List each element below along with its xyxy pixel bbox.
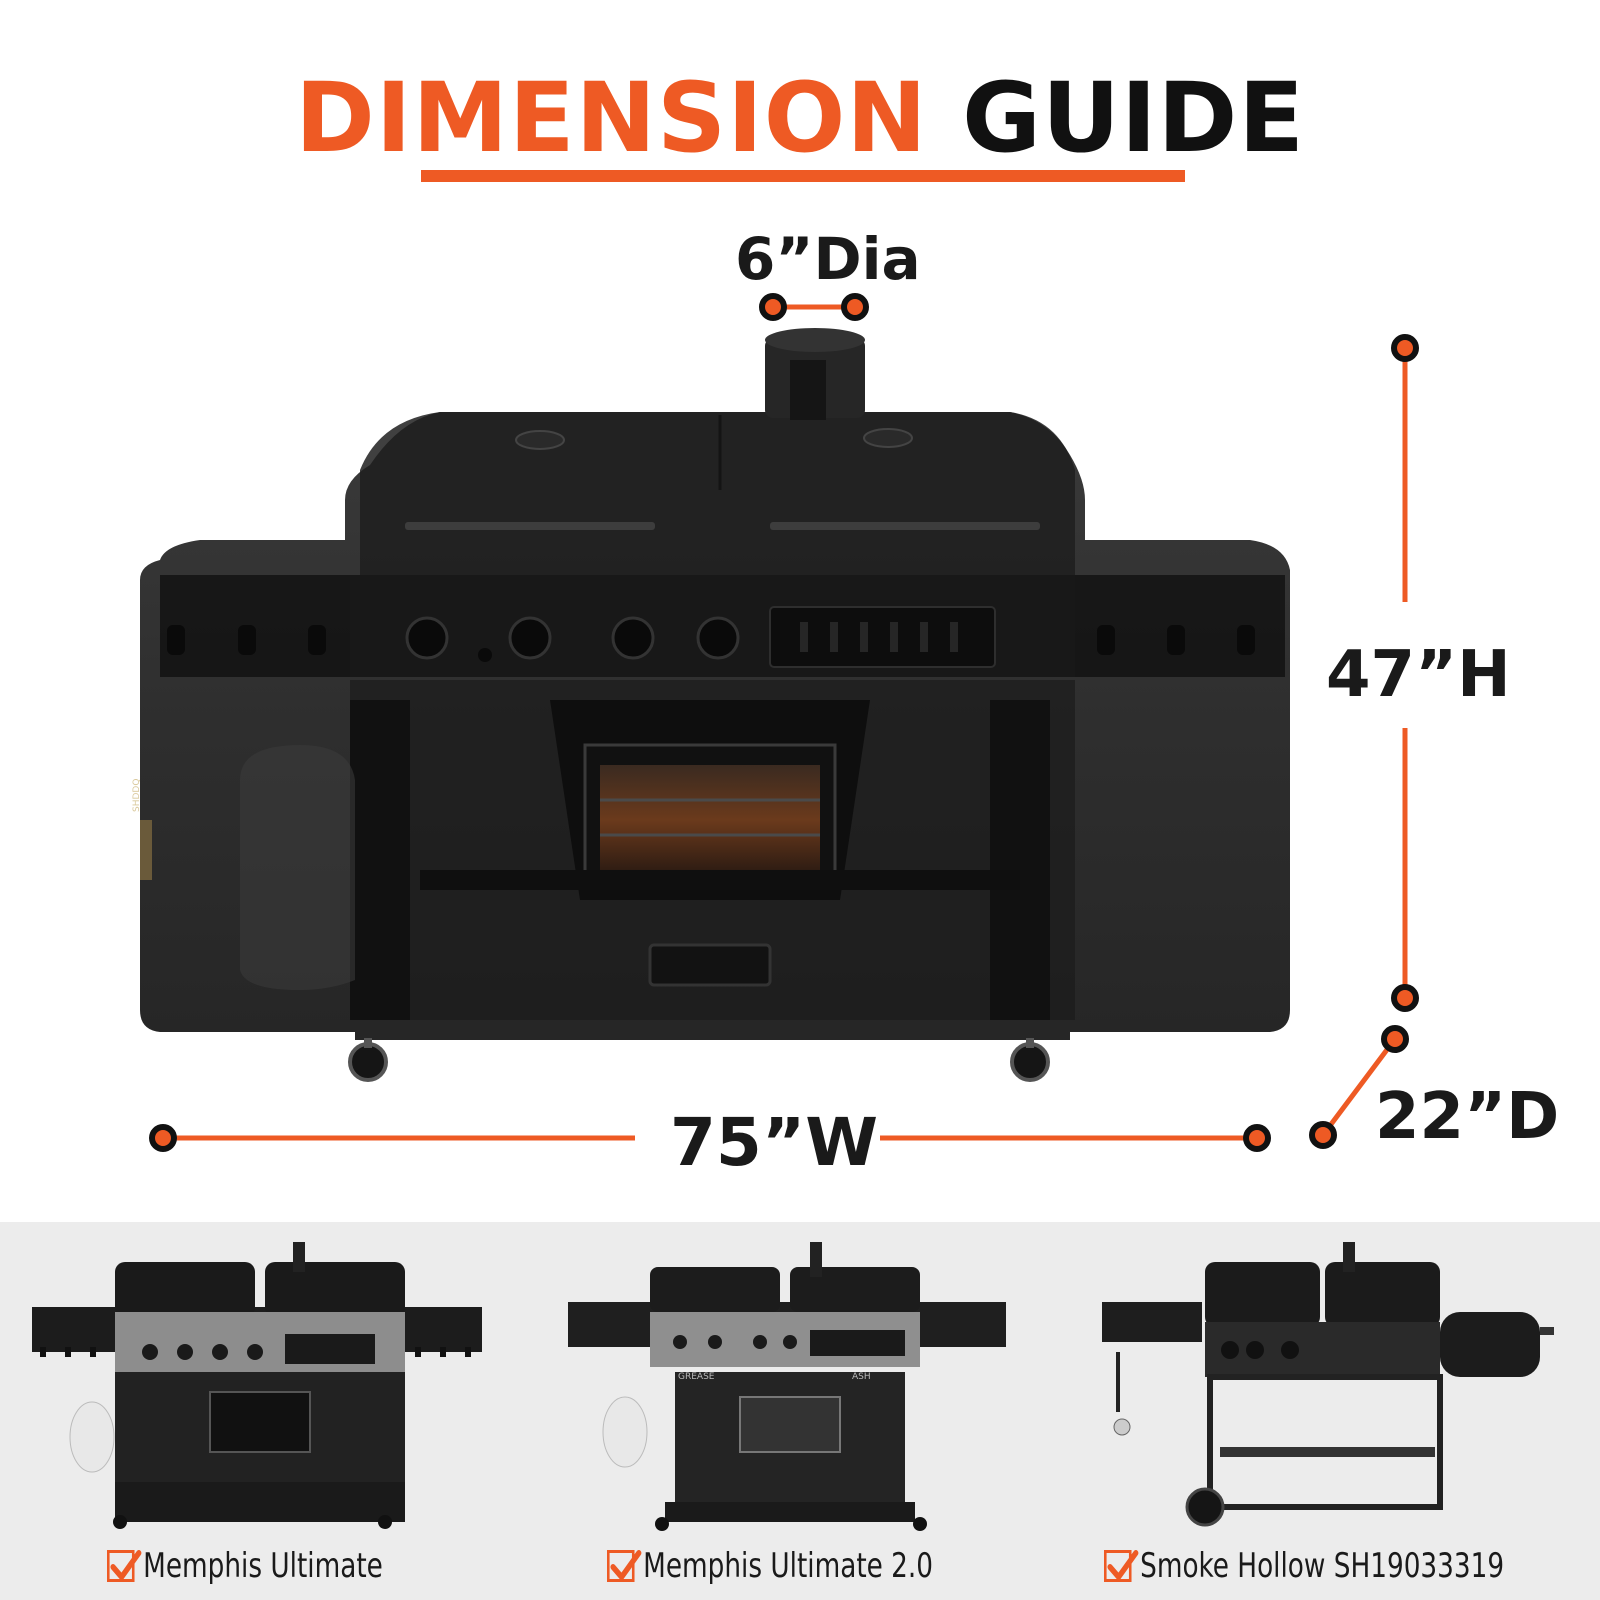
depth-label: 22”D: [1375, 1080, 1560, 1154]
height-label: 47”H: [1326, 638, 1511, 712]
grease-label: GREASE: [678, 1372, 715, 1382]
ash-label: ASH: [852, 1372, 871, 1382]
checkmark-icon: [1104, 1550, 1139, 1582]
model-name: Memphis Ultimate 2.0: [643, 1546, 933, 1586]
depth-marker: [1309, 1025, 1409, 1149]
grill-image-memphis-ultimate: [32, 1242, 482, 1529]
checkmark-icon: [107, 1550, 142, 1582]
diameter-marker: [759, 293, 869, 321]
height-marker: [1391, 334, 1419, 1012]
chimney: [765, 328, 865, 420]
width-marker: [149, 1124, 1271, 1152]
grill-cover: [140, 412, 1290, 1040]
checkmark-icon: [607, 1550, 642, 1582]
model-label-memphis-ultimate-2: Memphis Ultimate 2.0: [607, 1546, 933, 1586]
diameter-label: 6”Dia: [735, 225, 921, 293]
model-name: Smoke Hollow SH19033319: [1140, 1546, 1505, 1586]
model-name: Memphis Ultimate: [143, 1546, 383, 1586]
title-underline: [421, 170, 1185, 182]
title-part-1: DIMENSION: [295, 62, 928, 174]
brand-tag: SHDDQ: [132, 778, 142, 812]
model-label-smoke-hollow: Smoke Hollow SH19033319: [1104, 1546, 1504, 1586]
grill-image-memphis-ultimate-2: [568, 1242, 1006, 1531]
page-title: DIMENSION GUIDE: [0, 70, 1600, 166]
width-label: 75”W: [670, 1104, 879, 1181]
title-part-2: GUIDE: [962, 62, 1305, 174]
caster-wheels: [348, 1038, 1050, 1082]
compatible-grill-images: [32, 1242, 1554, 1531]
model-label-memphis-ultimate: Memphis Ultimate: [107, 1546, 383, 1586]
grill-image-smoke-hollow: [1102, 1242, 1554, 1527]
covered-grill-illustration: [140, 293, 1419, 1152]
